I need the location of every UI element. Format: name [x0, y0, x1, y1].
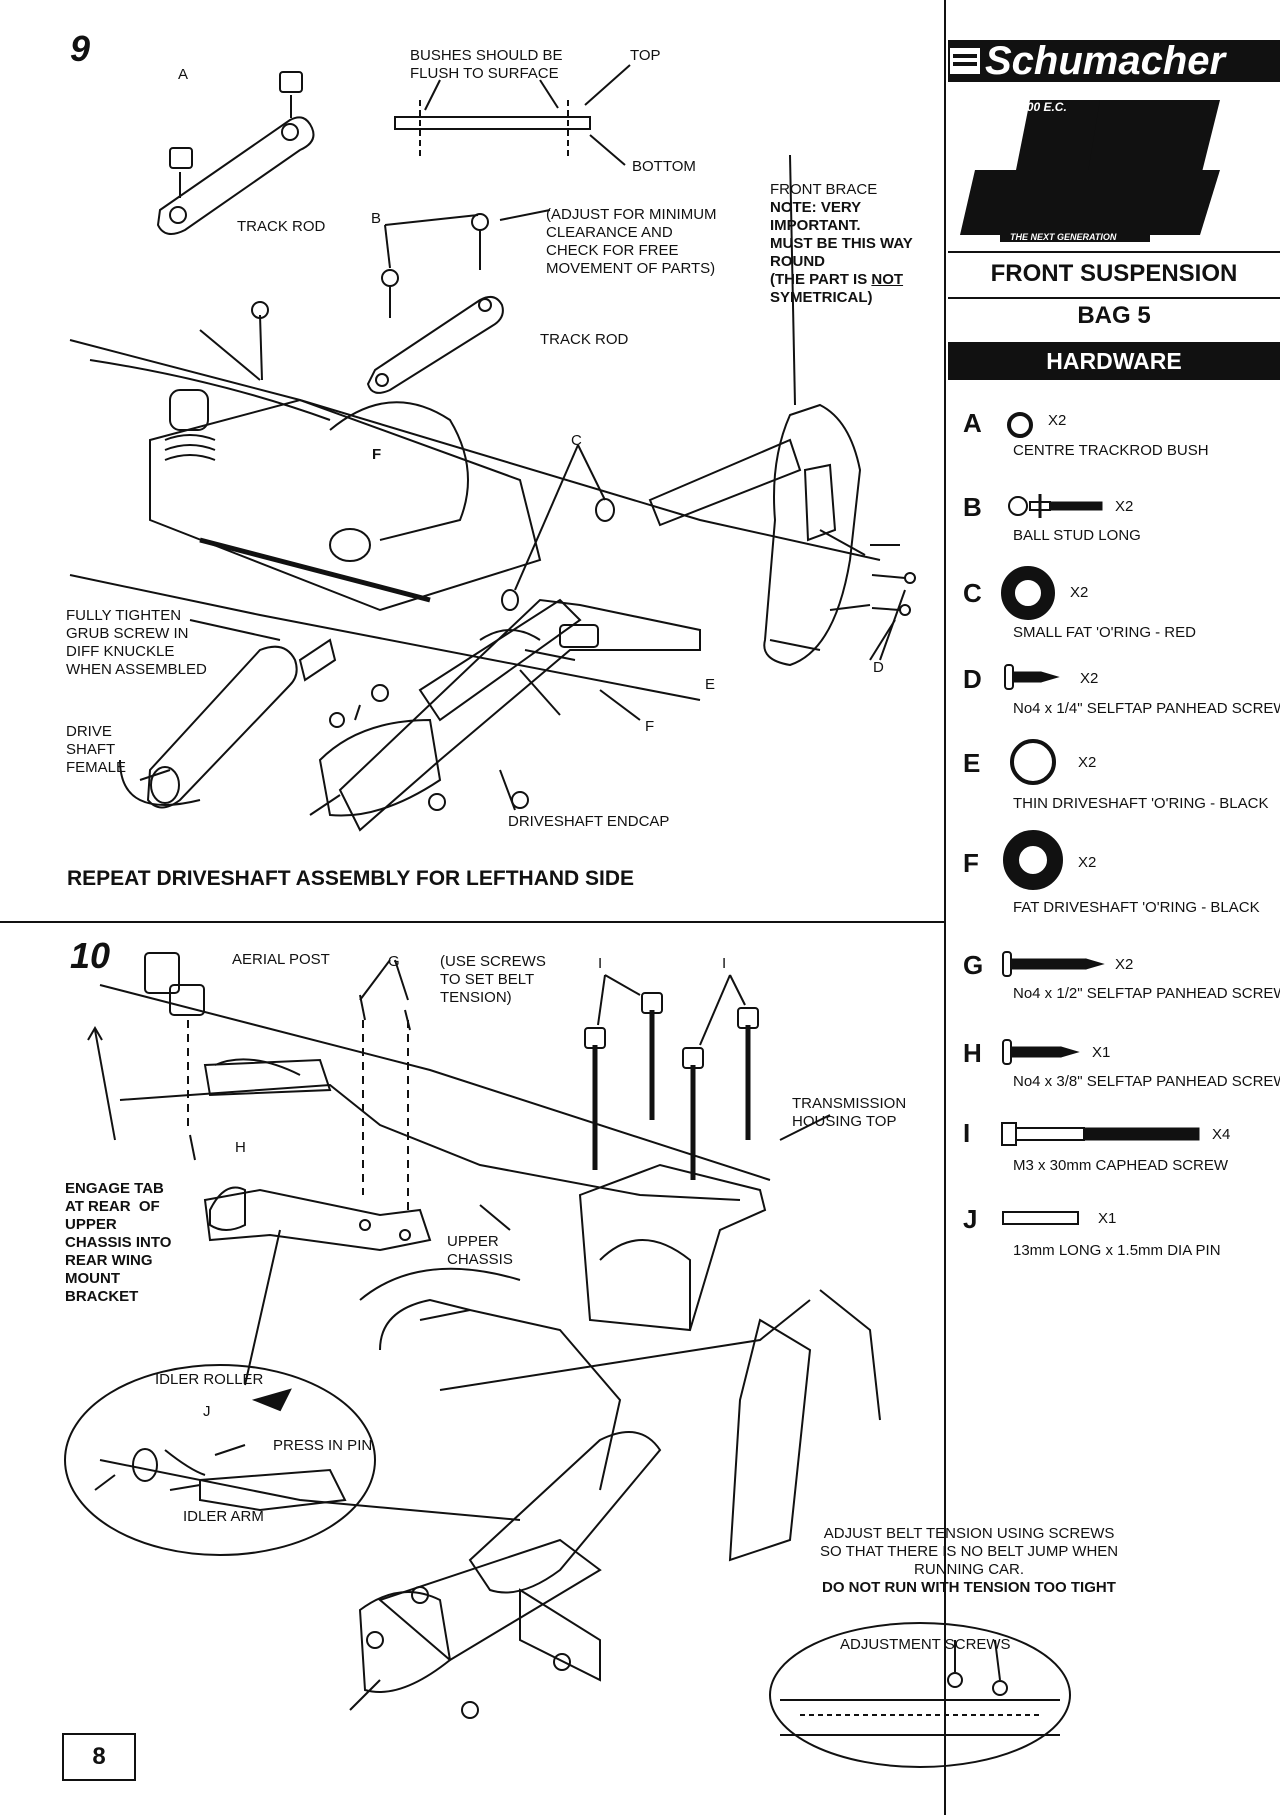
screw-icon — [1004, 664, 1060, 690]
hardware-letter: A — [963, 408, 982, 438]
label-front-brace-note: NOTE: VERY IMPORTANT. MUST BE THIS WAY R… — [770, 199, 913, 306]
hardware-letter: E — [963, 748, 981, 778]
label-g: G — [388, 953, 400, 970]
o-ring-icon — [1001, 566, 1055, 620]
step-9-number: 9 — [70, 28, 91, 69]
label-idler-arm: IDLER ARM — [183, 1508, 264, 1525]
label-engage-tab: ENGAGE TAB AT REAR OF UPPER CHASSIS INTO… — [65, 1180, 172, 1305]
repeat-driveshaft-note: REPEAT DRIVESHAFT ASSEMBLY FOR LEFTHAND … — [67, 867, 635, 890]
hardware-letter: I — [963, 1118, 971, 1148]
bag-label: BAG 5 — [1077, 302, 1151, 329]
label-i-right: I — [722, 955, 727, 972]
label-adjust-belt-tension: ADJUST BELT TENSION USING SCREWS SO THAT… — [820, 1525, 1119, 1578]
label-track-rod-1: TRACK ROD — [237, 218, 326, 235]
label-c: C — [571, 432, 582, 449]
bush-icon — [1007, 412, 1033, 438]
label-h: H — [235, 1139, 246, 1156]
o-ring-icon — [1010, 739, 1056, 785]
hardware-letter: B — [963, 492, 982, 522]
hardware-header: HARDWARE — [948, 342, 1280, 380]
label-e: E — [705, 676, 716, 693]
brand-model: NEW CAT 2000 E.C. — [955, 100, 1067, 114]
label-i-left: I — [598, 955, 603, 972]
hardware-desc: FAT DRIVESHAFT 'O'RING - BLACK — [1013, 899, 1260, 916]
caphead-screw-icon — [1001, 1122, 1200, 1146]
hardware-qty: X1 — [1098, 1210, 1117, 1227]
hardware-letter: D — [963, 664, 982, 694]
screw-icon — [1002, 1039, 1080, 1065]
hardware-qty: X4 — [1212, 1126, 1231, 1143]
label-top: TOP — [630, 47, 661, 64]
label-adjustment-screws: ADJUSTMENT SCREWS — [840, 1636, 1011, 1653]
page-number: 8 — [62, 1733, 136, 1781]
label-idler-roller: IDLER ROLLER — [155, 1371, 264, 1388]
label-front-brace: FRONT BRACE — [770, 181, 878, 198]
hardware-desc: No4 x 3/8" SELFTAP PANHEAD SCREW — [1013, 1073, 1280, 1090]
hardware-desc: CENTRE TRACKROD BUSH — [1013, 442, 1209, 459]
hardware-letter: J — [963, 1204, 978, 1234]
label-do-not-run: DO NOT RUN WITH TENSION TOO TIGHT — [822, 1579, 1116, 1596]
label-b: B — [371, 210, 382, 227]
label-bottom: BOTTOM — [632, 158, 696, 175]
label-driveshaft-endcap: DRIVESHAFT ENDCAP — [508, 813, 670, 830]
label-upper-chassis: UPPER CHASSIS — [447, 1233, 513, 1268]
hardware-qty: X2 — [1070, 584, 1089, 601]
hardware-desc: 13mm LONG x 1.5mm DIA PIN — [1013, 1242, 1221, 1259]
label-d: D — [873, 659, 884, 676]
label-use-screws: (USE SCREWS TO SET BELT TENSION) — [440, 953, 546, 1006]
hardware-letter: G — [963, 950, 984, 980]
hardware-qty: X2 — [1115, 498, 1134, 515]
o-ring-icon — [1003, 830, 1063, 890]
section-title: FRONT SUSPENSION — [990, 260, 1238, 287]
hardware-desc: No4 x 1/2" SELFTAP PANHEAD SCREW — [1013, 985, 1280, 1002]
hardware-letter: H — [963, 1038, 982, 1068]
hardware-letter: C — [963, 578, 982, 608]
ball-stud-icon — [1008, 494, 1103, 518]
label-press-in-pin: PRESS IN PIN — [273, 1437, 373, 1454]
hardware-qty: X1 — [1092, 1044, 1111, 1061]
label-f-driveshaft: F — [645, 718, 655, 735]
hardware-desc: No4 x 1/4" SELFTAP PANHEAD SCREW — [1013, 700, 1280, 717]
hardware-desc: M3 x 30mm CAPHEAD SCREW — [1013, 1157, 1229, 1174]
label-f-diff: F — [372, 446, 382, 463]
hardware-qty: X2 — [1080, 670, 1099, 687]
hardware-qty: X2 — [1078, 754, 1097, 771]
label-adjust-clearance: (ADJUST FOR MINIMUM CLEARANCE AND CHECK … — [546, 206, 717, 277]
brand-tagline: THE NEXT GENERATION — [1010, 232, 1117, 242]
label-aerial-post: AERIAL POST — [232, 951, 330, 968]
label-transmission-housing-top: TRANSMISSION HOUSING TOP — [792, 1095, 907, 1130]
brand-logo-art — [948, 40, 1280, 242]
hardware-desc: THIN DRIVESHAFT 'O'RING - BLACK — [1013, 795, 1269, 812]
hardware-qty: X2 — [1078, 854, 1097, 871]
hardware-letter: F — [963, 848, 979, 878]
label-drive-shaft-female: DRIVE SHAFT FEMALE — [66, 723, 127, 776]
label-fully-tighten: FULLY TIGHTEN GRUB SCREW IN DIFF KNUCKLE… — [66, 607, 207, 678]
hardware-qty: X2 — [1115, 956, 1134, 973]
screw-icon — [1002, 951, 1105, 977]
step-10-number: 10 — [70, 935, 111, 976]
hardware-desc: SMALL FAT 'O'RING - RED — [1013, 624, 1196, 641]
label-track-rod-2: TRACK ROD — [540, 331, 629, 348]
hardware-desc: BALL STUD LONG — [1013, 527, 1141, 544]
hardware-qty: X2 — [1048, 412, 1067, 429]
label-j: J — [203, 1403, 211, 1420]
brand-logo: Schumacher — [985, 39, 1226, 83]
label-a: A — [178, 66, 189, 83]
label-bushes-flush: BUSHES SHOULD BE FLUSH TO SURFACE — [410, 47, 563, 82]
pin-icon — [1002, 1211, 1079, 1225]
